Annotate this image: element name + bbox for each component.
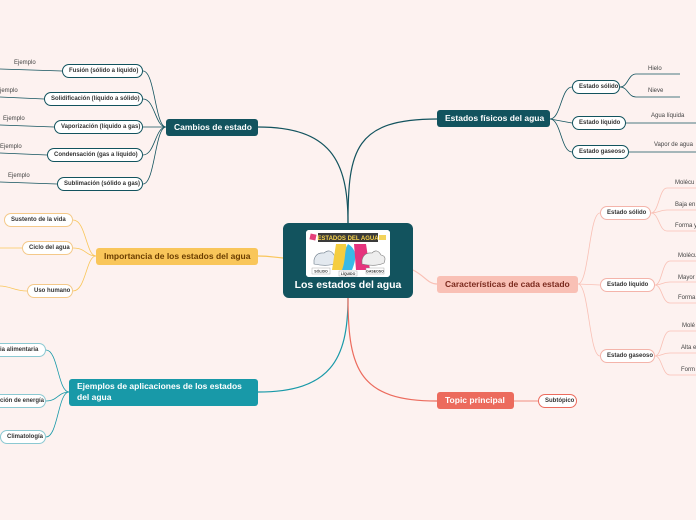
leaf-text[interactable]: Molé (682, 323, 696, 329)
subtopic-ciclo-del-agua[interactable]: Ciclo del agua (22, 241, 73, 255)
water-drop-icon (342, 244, 356, 270)
topic-estados-fisicos[interactable]: Estados físicos del agua (437, 110, 550, 127)
vapor-cloud-icon (361, 250, 386, 266)
leaf-text[interactable]: Molécu (678, 253, 696, 259)
topic-cambios-de-estado[interactable]: Cambios de estado (166, 119, 258, 136)
leaf-ejemplo[interactable]: jemplo (0, 88, 18, 94)
topic-caracteristicas[interactable]: Características de cada estado (437, 276, 578, 293)
water-states-illustration: ESTADOS DEL AGUA SÓLIDO LÍQUIDO GASEOSO (306, 230, 390, 277)
subtopic-estado-solido[interactable]: Estado sólido (572, 80, 620, 94)
subtopic-estado-gaseoso[interactable]: Estado gaseoso (600, 349, 655, 363)
leaf-text[interactable]: Form (681, 367, 695, 373)
subtopic-estado-liquido[interactable]: Estado líquido (600, 278, 655, 292)
svg-text:GASEOSO: GASEOSO (366, 270, 384, 274)
leaf-agua-liquida[interactable]: Agua líquida (651, 113, 685, 119)
leaf-text[interactable]: Baja en (675, 202, 696, 208)
subtopic-sublimacion[interactable]: Sublimación (sólido a gas) (57, 177, 143, 191)
subtopic-uso-humano[interactable]: Uso humano (27, 284, 73, 298)
subtopic-subtopico[interactable]: Subtópico (538, 394, 577, 408)
subtopic-industria-alimentaria[interactable]: ia alimentaria (0, 343, 46, 357)
leaf-vapor-de-agua[interactable]: Vapor de agua (654, 142, 693, 148)
leaf-ejemplo[interactable]: Ejemplo (14, 60, 36, 66)
topic-principal[interactable]: Topic principal (437, 392, 514, 409)
subtopic-vaporizacion[interactable]: Vaporización (líquido a gas) (54, 120, 143, 134)
subtopic-estado-liquido[interactable]: Estado líquido (572, 116, 626, 130)
topic-label: Cambios de estado (174, 122, 252, 132)
topic-ejemplos-aplicaciones[interactable]: Ejemplos de aplicaciones de los estados … (69, 379, 258, 406)
banner-text: ESTADOS DEL AGUA (317, 236, 379, 242)
leaf-text[interactable]: Forma (678, 295, 696, 301)
leaf-ejemplo[interactable]: Ejemplo (3, 116, 25, 122)
leaf-text[interactable]: Mayor (678, 275, 695, 281)
topic-importancia[interactable]: Importancia de los estados del agua (96, 248, 258, 265)
svg-text:LÍQUIDO: LÍQUIDO (341, 271, 356, 276)
leaf-text[interactable]: Forma y (675, 223, 696, 229)
subtopic-solidificacion[interactable]: Solidificación (líquido a sólido) (44, 92, 143, 106)
central-topic[interactable]: ESTADOS DEL AGUA SÓLIDO LÍQUIDO GASEOSO … (283, 223, 413, 298)
leaf-nieve[interactable]: Nieve (648, 88, 664, 94)
subtopic-estado-gaseoso[interactable]: Estado gaseoso (572, 145, 629, 159)
leaf-ejemplo[interactable]: Ejemplo (8, 173, 30, 179)
svg-text:SÓLIDO: SÓLIDO (314, 269, 328, 274)
leaf-hielo[interactable]: Hielo (648, 66, 662, 72)
subtopic-fusion[interactable]: Fusión (sólido a líquido) (62, 64, 143, 78)
ice-cloud-icon (313, 250, 339, 266)
subtopic-sustento-de-la-vida[interactable]: Sustento de la vida (4, 213, 73, 227)
subtopic-condensacion[interactable]: Condensación (gas a líquido) (47, 148, 143, 162)
leaf-text[interactable]: Alta e (681, 345, 696, 351)
subtopic-climatologia[interactable]: Climatología (0, 430, 46, 444)
central-topic-label: Los estados del agua (294, 279, 402, 291)
leaf-text[interactable]: Molécu (675, 180, 695, 186)
subtopic-generacion-de-energia[interactable]: ción de energía (0, 394, 46, 408)
subtopic-estado-solido[interactable]: Estado sólido (600, 206, 651, 220)
leaf-ejemplo[interactable]: Ejemplo (0, 144, 22, 150)
